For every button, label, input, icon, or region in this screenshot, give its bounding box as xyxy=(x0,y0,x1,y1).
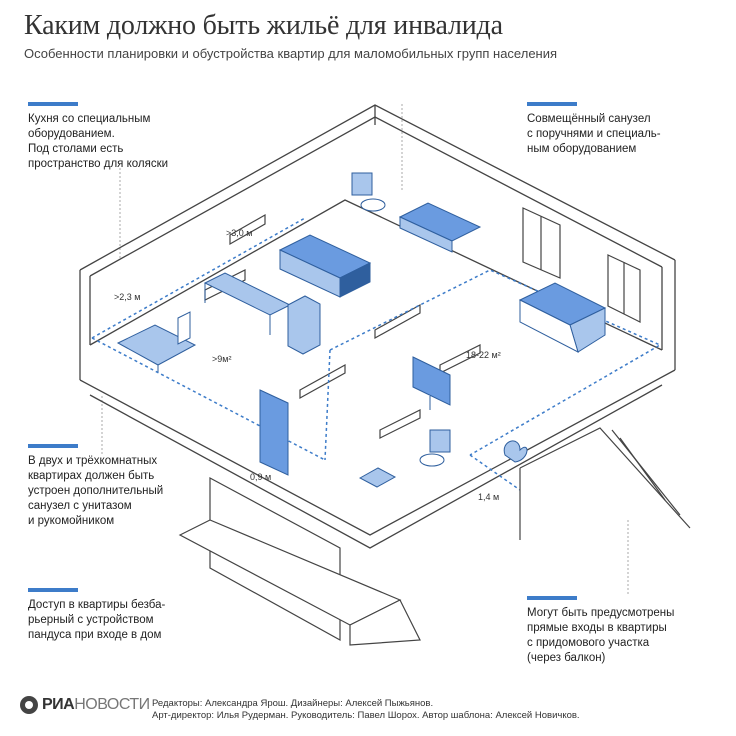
callout-kitchen: Кухня со специальным оборудованием. Под … xyxy=(28,102,168,172)
entrance-door xyxy=(259,389,289,476)
logo-light-text: НОВОСТИ xyxy=(74,696,150,713)
toilet-bathroom xyxy=(351,172,386,212)
page-subtitle: Особенности планировки и обустройства кв… xyxy=(24,46,558,61)
page-title: Каким должно быть жильё для инвалида xyxy=(24,10,503,41)
dimension-labels: >3,0 м >2,3 м >9м² 18-22 м² 0,9 м 1,4 м xyxy=(114,228,501,502)
balcony-stairs xyxy=(519,427,691,540)
ria-logo-icon xyxy=(20,696,38,714)
ramp xyxy=(178,476,421,646)
callout-bar xyxy=(28,588,78,592)
dim-room-area: 18-22 м² xyxy=(466,350,501,360)
callout-bathroom: Совмещённый санузел с поручнями и специа… xyxy=(527,102,661,157)
callout-bar xyxy=(28,444,78,448)
toilet-extra-wc xyxy=(419,429,451,467)
dim-kitchen-width: >2,3 м xyxy=(114,292,140,302)
bathtub xyxy=(398,202,482,253)
callout-bar xyxy=(527,102,577,106)
bed xyxy=(278,234,372,298)
callout-bar xyxy=(527,596,577,600)
kitchen-counter xyxy=(203,272,321,355)
windows xyxy=(522,207,641,323)
credits: Редакторы: Александра Ярош. Дизайнеры: А… xyxy=(152,698,580,722)
credits-line-1: Редакторы: Александра Ярош. Дизайнеры: А… xyxy=(152,698,434,709)
dim-corridor-width: >3,0 м xyxy=(226,228,252,238)
kitchen-table xyxy=(116,311,197,372)
callout-ramp: Доступ в квартиры безба- рьерный с устро… xyxy=(28,588,165,643)
callout-leaders xyxy=(101,104,629,594)
interior-walls xyxy=(204,213,481,439)
dim-kitchen-area: >9м² xyxy=(212,354,231,364)
callout-extra-wc: В двух и трёхкомнатных квартирах должен … xyxy=(28,444,163,529)
credits-line-2: Арт-директор: Илья Рудерман. Руководител… xyxy=(152,710,580,721)
tv xyxy=(412,356,451,410)
callout-balcony: Могут быть предусмотрены прямые входы в … xyxy=(527,596,674,666)
plant xyxy=(503,440,528,463)
washbasin xyxy=(358,467,397,488)
dim-balcony-door: 1,4 м xyxy=(478,492,499,502)
sofa xyxy=(518,282,607,353)
outer-walls xyxy=(79,104,676,549)
dim-door-width: 0,9 м xyxy=(250,472,271,482)
callout-bar xyxy=(28,102,78,106)
logo-main-text: РИА xyxy=(42,696,75,713)
ria-novosti-logo: РИАНОВОСТИ xyxy=(20,696,150,714)
